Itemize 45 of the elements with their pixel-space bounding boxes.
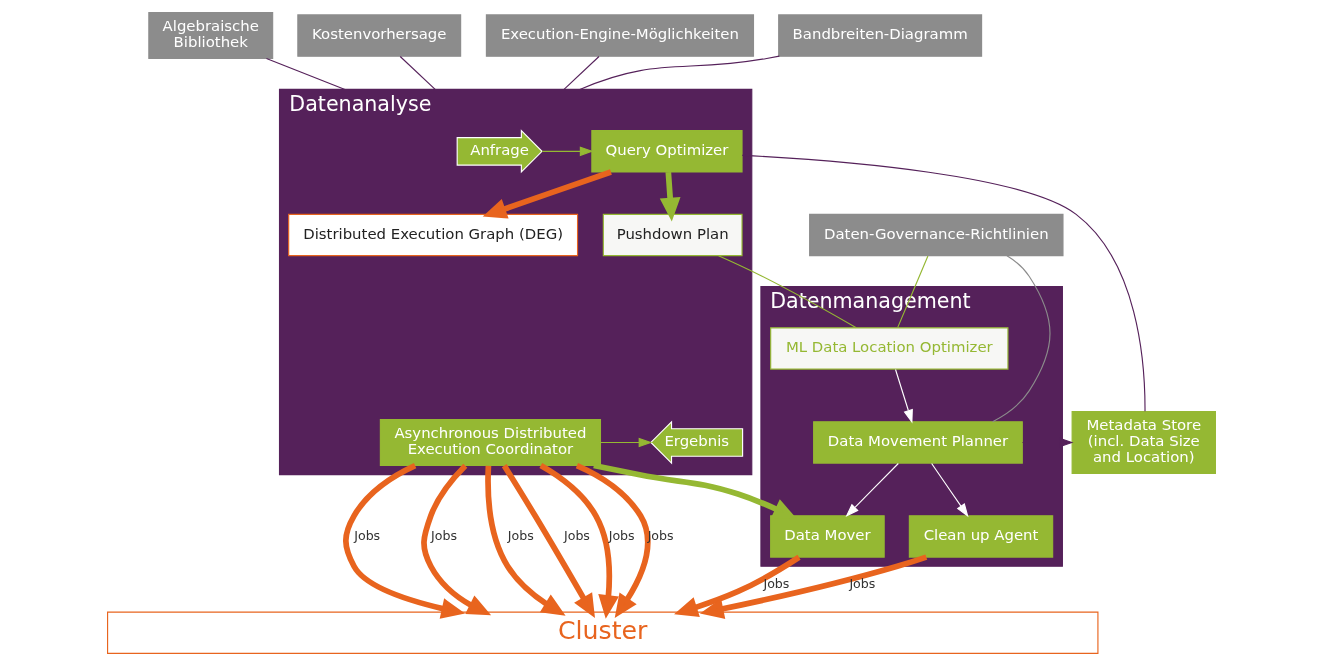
arrow bbox=[539, 463, 619, 619]
connector bbox=[717, 255, 857, 329]
arrow bbox=[931, 462, 969, 518]
arrow bbox=[482, 169, 612, 219]
edge-label: Jobs bbox=[563, 527, 590, 543]
connector bbox=[265, 58, 346, 90]
node-box: Clean up Agent bbox=[908, 515, 1054, 558]
edge-label: Jobs bbox=[507, 527, 534, 543]
edge-label: Jobs bbox=[608, 527, 635, 543]
node-box: Data Mover bbox=[770, 515, 885, 558]
arrow bbox=[659, 171, 681, 222]
edge-label: Jobs bbox=[431, 527, 457, 543]
arrow bbox=[501, 464, 595, 619]
node-box: Algebraische Bibliothek bbox=[148, 12, 274, 60]
edge-label: Jobs bbox=[763, 575, 790, 591]
arrow bbox=[343, 462, 466, 619]
arrow bbox=[699, 554, 928, 619]
node-box: Kostenvorhersage bbox=[297, 14, 462, 57]
arrow bbox=[575, 462, 651, 618]
node-box: ML Data Location Optimizer bbox=[770, 327, 1009, 370]
arrow bbox=[485, 465, 566, 616]
connector bbox=[741, 154, 1146, 412]
edge-label: Jobs bbox=[354, 527, 381, 543]
node-box: Data Movement Planner bbox=[813, 421, 1023, 464]
connector bbox=[563, 55, 600, 90]
arrow bbox=[593, 462, 797, 519]
node-box: Query Optimizer bbox=[591, 130, 743, 173]
arrow bbox=[421, 463, 492, 616]
arrow bbox=[600, 437, 653, 448]
node-box: Execution-Engine-Möglichkeiten bbox=[485, 14, 755, 57]
node-box: Daten-Governance-Richtlinien bbox=[809, 213, 1064, 257]
arrow bbox=[674, 554, 801, 618]
connector bbox=[399, 55, 436, 90]
connector bbox=[579, 55, 780, 90]
node-box: Pushdown Plan bbox=[602, 213, 743, 257]
edge-label: Jobs bbox=[849, 575, 876, 591]
arrow bbox=[541, 146, 594, 157]
node-box: Cluster bbox=[107, 611, 1099, 654]
node-box: Asynchronous Distributed Execution Coordinator bbox=[379, 418, 602, 466]
node-box: Bandbreiten-Diagramm bbox=[778, 14, 983, 57]
node-box: Metadata Store (incl. Data Size and Location) bbox=[1071, 410, 1216, 474]
node-box: Distributed Execution Graph (DEG) bbox=[288, 213, 579, 257]
arrow bbox=[845, 462, 899, 517]
connector bbox=[992, 255, 1051, 423]
arrow bbox=[894, 368, 913, 424]
